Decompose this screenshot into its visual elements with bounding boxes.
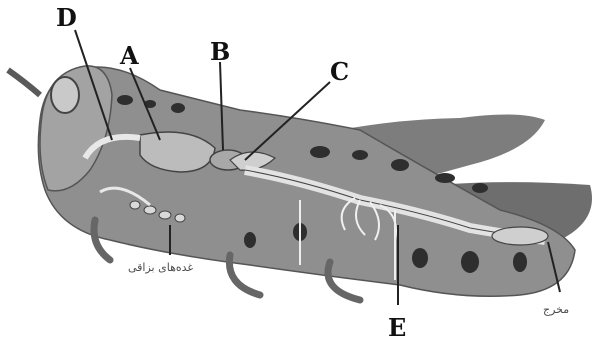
label-c: C — [330, 60, 349, 84]
label-b: B — [210, 40, 230, 64]
label-d: D — [56, 6, 77, 30]
anus-label: مخرج — [543, 304, 569, 315]
rectum — [492, 227, 548, 245]
label-e: E — [388, 316, 406, 340]
salivary-glands-label: غده‌های بزاقی — [128, 262, 193, 273]
antenna — [8, 70, 40, 95]
eye — [51, 77, 79, 113]
label-a: A — [120, 44, 139, 68]
